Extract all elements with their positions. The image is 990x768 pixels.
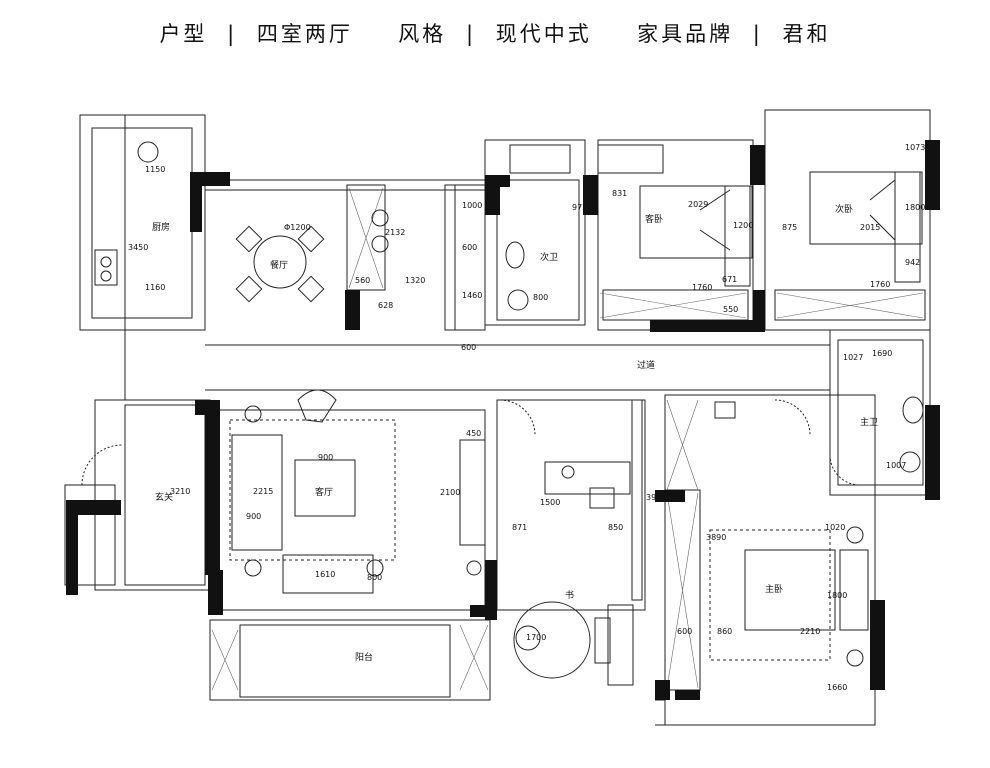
dim-label: 942 bbox=[905, 258, 920, 267]
dim-label: 1700 bbox=[526, 633, 546, 642]
dim-label: 1150 bbox=[145, 165, 165, 174]
dim-label: 1073 bbox=[905, 143, 925, 152]
dim-label: 1020 bbox=[825, 523, 845, 532]
room-secondary-bath: 次卫 bbox=[540, 251, 558, 263]
room-balcony: 阳台 bbox=[355, 651, 373, 663]
dim-label: 2215 bbox=[253, 487, 273, 496]
style-value: 现代中式 bbox=[495, 22, 592, 46]
dim-label: 450 bbox=[466, 429, 481, 438]
dim-label: 2132 bbox=[385, 228, 405, 237]
dim-label: 2210 bbox=[800, 627, 820, 636]
label-style: 风格 bbox=[398, 22, 447, 46]
dim-label: 671 bbox=[722, 275, 737, 284]
dim-label: 2015 bbox=[860, 223, 880, 232]
dim-label: 1160 bbox=[145, 283, 165, 292]
dim-label: 3890 bbox=[706, 533, 726, 542]
dim-label: Φ1200 bbox=[284, 223, 311, 232]
label-brand: 家具品牌 bbox=[637, 22, 734, 46]
room-foyer: 玄关 bbox=[155, 491, 173, 503]
room-labels: 厨房 餐厅 次卫 客卧 次卧 过道 主卫 玄关 客厅 书 主卧 阳台 bbox=[152, 203, 878, 663]
dim-label: 850 bbox=[608, 523, 623, 532]
dim-label: 1660 bbox=[827, 683, 847, 692]
room-master-bath: 主卫 bbox=[860, 416, 878, 428]
room-corridor: 过道 bbox=[637, 359, 655, 371]
dim-label: 1690 bbox=[872, 349, 892, 358]
dim-label: 1027 bbox=[843, 353, 863, 362]
room-master-bedroom: 主卧 bbox=[765, 583, 783, 595]
dim-label: 550 bbox=[723, 305, 738, 314]
dim-label: 831 bbox=[612, 189, 627, 198]
dim-label: 973 bbox=[572, 203, 587, 212]
dim-label: 875 bbox=[782, 223, 797, 232]
dim-label: 1760 bbox=[692, 283, 712, 292]
dim-label: 600 bbox=[461, 343, 476, 352]
dim-label: 560 bbox=[355, 276, 370, 285]
dim-label: 1800 bbox=[827, 591, 847, 600]
furniture bbox=[81, 141, 924, 679]
dim-label: 860 bbox=[717, 627, 732, 636]
brand-value: 君和 bbox=[782, 22, 831, 46]
dim-label: 800 bbox=[367, 573, 382, 582]
cabinet-hatching bbox=[211, 187, 924, 691]
room-study: 书 bbox=[565, 590, 574, 601]
room-second-bedroom: 次卧 bbox=[835, 203, 853, 215]
separator: | bbox=[227, 22, 238, 46]
dim-label: 3960 bbox=[646, 493, 666, 502]
dim-label: 1200 bbox=[733, 221, 753, 230]
dim-label: 1760 bbox=[870, 280, 890, 289]
dim-label: 600 bbox=[677, 627, 692, 636]
room-living: 客厅 bbox=[315, 486, 333, 498]
dim-label: 1460 bbox=[462, 291, 482, 300]
title-bar: 户型 | 四室两厅 风格 | 现代中式 家具品牌 | 君和 bbox=[0, 18, 990, 48]
dim-label: 2029 bbox=[688, 200, 708, 209]
room-dining: 餐厅 bbox=[270, 259, 288, 271]
dim-label: 628 bbox=[378, 301, 393, 310]
dim-label: 1610 bbox=[315, 570, 335, 579]
dim-label: 3210 bbox=[170, 487, 190, 496]
dim-label: 1800 bbox=[905, 203, 925, 212]
room-kitchen: 厨房 bbox=[152, 221, 170, 233]
dim-label: 900 bbox=[318, 453, 333, 462]
label-type: 户型 bbox=[159, 22, 208, 46]
dim-label: 2100 bbox=[440, 488, 460, 497]
dim-label: 1000 bbox=[462, 201, 482, 210]
dim-label: 871 bbox=[512, 523, 527, 532]
room-guest-bedroom: 客卧 bbox=[645, 213, 663, 225]
type-value: 四室两厅 bbox=[256, 22, 353, 46]
dim-label: 1007 bbox=[886, 461, 906, 470]
dimension-labels: 1150 3450 1160 Φ1200 2132 560 1320 628 1… bbox=[128, 143, 925, 692]
dim-label: 600 bbox=[462, 243, 477, 252]
separator: | bbox=[752, 22, 763, 46]
separator: | bbox=[465, 22, 477, 46]
dim-label: 900 bbox=[246, 512, 261, 521]
dim-label: 1320 bbox=[405, 276, 425, 285]
walls bbox=[66, 140, 940, 700]
dim-label: 800 bbox=[533, 293, 548, 302]
dim-label: 3450 bbox=[128, 243, 148, 252]
dim-label: 1500 bbox=[540, 498, 560, 507]
